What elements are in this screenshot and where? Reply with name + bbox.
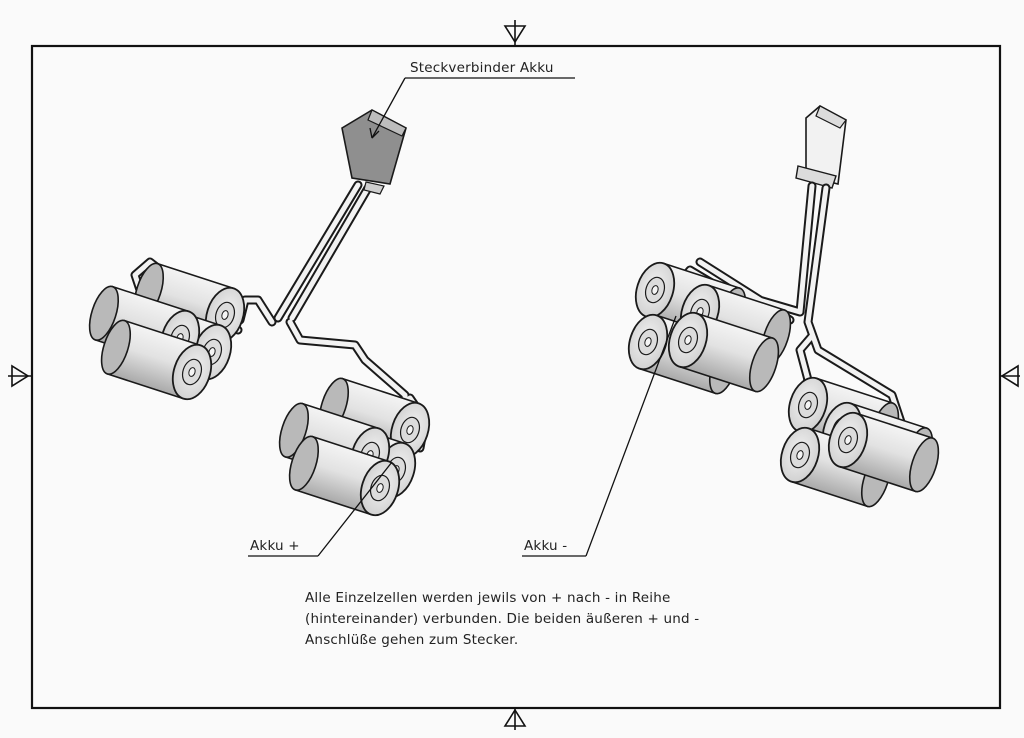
wiring-left	[130, 180, 430, 460]
cell-group-lower-right	[773, 371, 946, 511]
connector-label: Steckverbinder Akku	[410, 60, 554, 76]
note-line-1: Alle Einzelzellen werden jewils von + na…	[305, 590, 671, 606]
note-line-2: (hintereinander) verbunden. Die beiden ä…	[305, 611, 700, 627]
akku-plus-label: Akku +	[250, 538, 300, 554]
center-marker-left	[8, 364, 32, 388]
cell-group-upper-right	[621, 256, 798, 398]
leader-akku-plus	[248, 461, 393, 557]
note-line-3: Anschlüße gehen zum Stecker.	[305, 632, 519, 648]
drawing-frame	[30, 44, 1002, 710]
leader-akku-minus	[522, 315, 677, 557]
battery-pack-right	[621, 105, 946, 511]
connector-plug-right	[795, 105, 847, 189]
center-marker-bottom	[503, 708, 527, 730]
wiring-note: Alle Einzelzellen werden jewils von + na…	[305, 588, 745, 651]
battery-pack-left	[82, 109, 437, 522]
cell-group-upper-left	[82, 259, 252, 406]
center-marker-right	[1000, 364, 1020, 388]
leader-connector	[369, 77, 575, 139]
connector-plug-left	[341, 109, 407, 195]
akku-minus-label: Akku -	[524, 538, 568, 554]
center-marker-top	[503, 20, 527, 46]
